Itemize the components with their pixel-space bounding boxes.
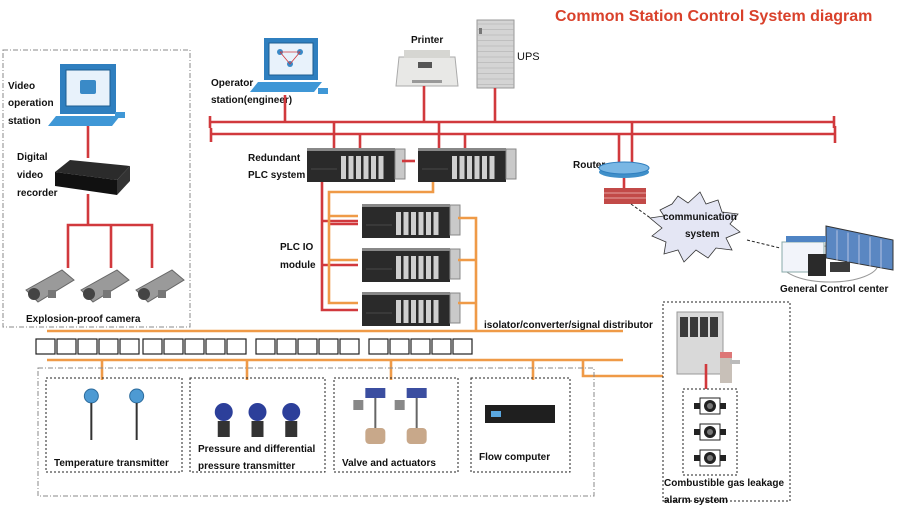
plc-io-label-1: PLC IO	[280, 242, 314, 253]
terminal-block	[205, 338, 226, 355]
router-icon	[598, 161, 650, 178]
terminal-block	[98, 338, 119, 355]
gas-detector-icon	[694, 423, 726, 441]
video-station-label-2: operation	[8, 98, 54, 109]
video-station-label-1: Video	[8, 81, 35, 92]
video-station-icon	[48, 64, 125, 126]
diagram-title: Common Station Control System diagram	[555, 8, 872, 25]
terminal-block	[297, 338, 318, 355]
terminal-block	[226, 338, 247, 355]
terminal-block	[368, 338, 389, 355]
valve-actuators-box: Valve and actuators	[333, 377, 459, 473]
gas-label-1: Combustible gas leakage	[664, 478, 784, 489]
router-label: Router	[573, 160, 605, 171]
distributor-label: isolator/converter/signal distributor	[484, 320, 653, 331]
gas-detector-icon	[694, 397, 726, 415]
plc-io-module-icon	[362, 248, 461, 282]
operator-label-2: station(engineer)	[211, 95, 292, 106]
gas-sensor-icon	[720, 352, 740, 383]
terminal-block	[276, 338, 297, 355]
terminal-block	[119, 338, 140, 355]
flow-computer-box: Flow computer	[470, 377, 571, 473]
ups-icon	[476, 19, 515, 89]
ups-label: UPS	[517, 51, 540, 63]
terminal-block	[77, 338, 98, 355]
plc-io-module-icon	[362, 204, 461, 238]
pressure-transmitter-icon	[248, 403, 267, 437]
pressure-transmitter-label: pressure transmitter	[198, 461, 295, 472]
svg-text:Video: Video	[8, 81, 35, 92]
valve-actuators-icon	[353, 388, 386, 444]
redundant-plc-a-icon	[307, 148, 406, 182]
video-surveillance-group: Video operation station Digital video re…	[2, 49, 191, 328]
operator-station-icon	[250, 38, 328, 94]
comm-label-2: system	[685, 229, 720, 240]
valve-actuators-icon	[394, 388, 427, 444]
explosion-proof-camera-icon	[135, 269, 185, 303]
terminal-block	[163, 338, 184, 355]
control-center-icon	[781, 225, 894, 283]
redundant-plc-b-icon	[418, 148, 517, 182]
operator-label-1: Operator	[211, 78, 253, 89]
pressure-transmitter-label: Pressure and differential	[198, 444, 315, 455]
terminal-block	[35, 338, 56, 355]
firewall-icon	[604, 188, 646, 204]
terminal-block	[389, 338, 410, 355]
terminal-block	[318, 338, 339, 355]
temperature-transmitter-label: Temperature transmitter	[54, 458, 169, 469]
pressure-transmitter-icon	[282, 403, 301, 437]
terminal-block	[142, 338, 163, 355]
pressure-transmitter-box: Pressure and differential pressure transm…	[189, 377, 326, 473]
gas-controller-icon	[676, 311, 724, 375]
svg-text:station: station	[8, 116, 41, 127]
terminal-block	[410, 338, 431, 355]
terminal-block	[431, 338, 452, 355]
flow-computer-icon	[485, 405, 555, 423]
control-center-label: General Control center	[780, 284, 888, 295]
redundant-plc-label-2: PLC system	[248, 170, 305, 181]
recorder-label-1: Digital	[17, 152, 48, 163]
terminal-block	[339, 338, 360, 355]
gas-alarm-group: Combustible gas leakage alarm system	[662, 301, 791, 506]
video-recorder-icon	[55, 160, 130, 195]
comm-label-1: communication	[663, 212, 737, 223]
temperature-transmitter-icon	[129, 388, 145, 440]
redundant-plc-label-1: Redundant	[248, 153, 301, 164]
field-devices-border	[37, 367, 595, 497]
recorder-label-2: video	[17, 170, 43, 181]
flow-computer-label: Flow computer	[479, 452, 550, 463]
ethernet-bus	[208, 116, 837, 143]
explosion-proof-camera-icon	[25, 269, 75, 303]
valve-actuators-label: Valve and actuators	[342, 458, 436, 469]
svg-text:operation: operation	[8, 98, 54, 109]
terminal-block	[184, 338, 205, 355]
temperature-transmitter-icon	[83, 388, 99, 440]
gas-label-2: alarm system	[664, 495, 728, 506]
terminal-block	[452, 338, 473, 355]
communication-cloud-icon	[649, 191, 741, 263]
plc-io-module-icon	[362, 292, 461, 326]
printer-icon	[395, 50, 459, 87]
recorder-label-3: recorder	[17, 188, 58, 199]
gas-detector-icon	[694, 449, 726, 467]
explosion-proof-camera-icon	[80, 269, 130, 303]
printer-label: Printer	[411, 35, 443, 46]
video-group-border	[2, 49, 191, 328]
camera-label: Explosion-proof camera	[26, 314, 141, 325]
pressure-transmitter-icon	[214, 403, 233, 437]
plc-io-label-2: module	[280, 260, 316, 271]
temperature-transmitter-box: Temperature transmitter	[45, 377, 183, 473]
terminal-block-row	[35, 338, 473, 355]
terminal-block	[56, 338, 77, 355]
terminal-block	[255, 338, 276, 355]
video-station-label-3: station	[8, 116, 41, 127]
